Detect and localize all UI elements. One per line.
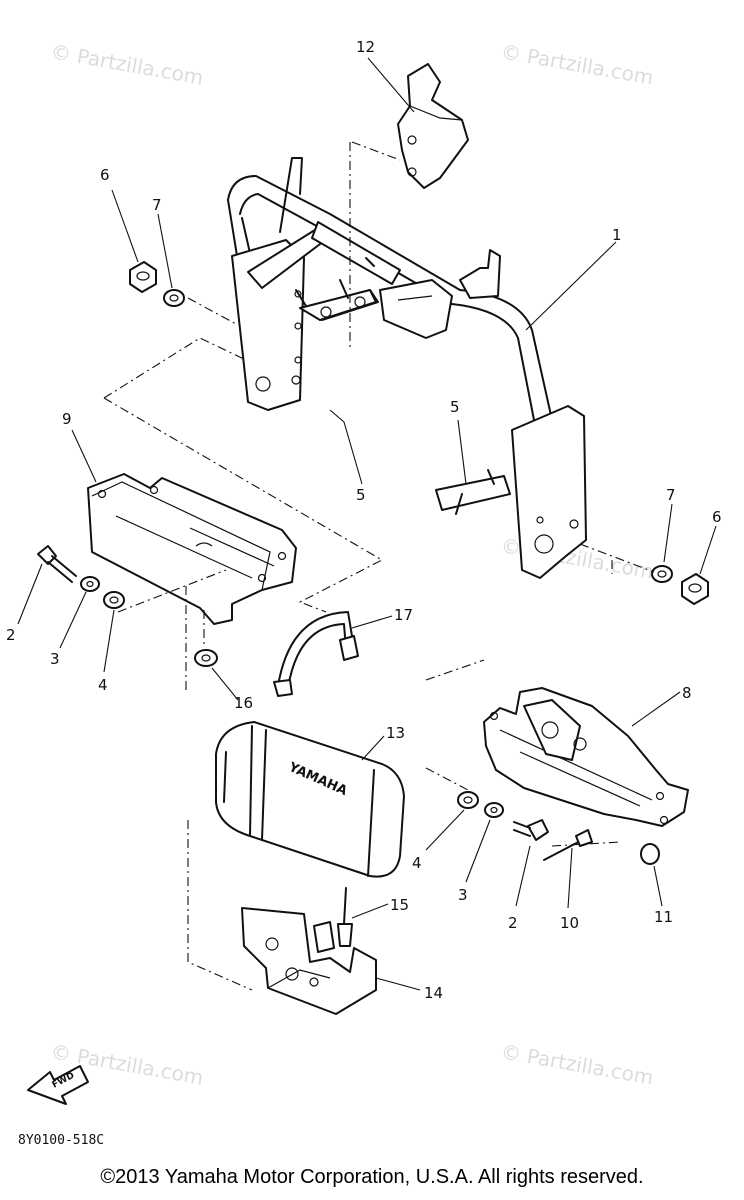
assembly-lines [103,141,655,991]
callout-13: 13 [386,724,405,742]
callout-12: 12 [356,38,375,56]
callout-10: 10 [560,914,579,932]
callout-2-right: 2 [508,914,518,932]
watermark-top-right: © Partzilla.com [499,39,655,89]
callout-6-right: 6 [712,508,722,526]
callout-labels: 12 1 6 7 9 5 5 7 6 2 3 4 17 16 8 13 4 3 … [6,38,722,1002]
callout-7-left: 7 [152,196,162,214]
watermark-bottom-right: © Partzilla.com [499,1039,655,1089]
part-6-nut-right [681,573,709,605]
callout-3-right: 3 [458,886,468,904]
part-8-right-bracket [483,687,689,827]
part-4-washer-right [457,791,479,809]
part-2-bolt-left [37,545,77,583]
part-9-left-bracket [87,473,297,625]
part-1-main-frame [227,157,587,579]
copyright-notice: ©2013 Yamaha Motor Corporation, U.S.A. A… [100,1166,644,1188]
fwd-arrow-icon: FWD [27,1065,89,1105]
part-7-washer-left [163,289,185,307]
callout-15: 15 [390,896,409,914]
callout-5-right: 5 [450,398,460,416]
callout-6-left: 6 [100,166,110,184]
part-5-bolt-plate-right [435,469,511,515]
callout-16: 16 [234,694,253,712]
callout-5-left: 5 [356,486,366,504]
part-17-strap [273,611,359,697]
part-13-battery-box: YAMAHA [215,721,405,878]
leader-lines [17,57,717,991]
part-5-bolt-plate-left [295,279,379,321]
part-6-nut-left [129,261,157,293]
part-2-bolt-right [513,819,549,841]
part-3-spring-washer-left [80,576,100,592]
callout-14: 14 [424,984,443,1002]
callout-4-left: 4 [98,676,108,694]
part-7-washer-right [651,565,673,583]
callout-8: 8 [682,684,692,702]
callout-2-left: 2 [6,626,16,644]
part-3-spring-washer-right [484,802,504,818]
part-10-pin [543,829,593,861]
callout-9: 9 [62,410,72,428]
part-12-bracket-cover [397,63,469,189]
callout-4-right: 4 [412,854,422,872]
part-14-tray [241,907,377,1015]
part-16-washer [194,649,218,667]
part-4-washer-left [103,591,125,609]
callout-7-right: 7 [666,486,676,504]
watermark-top-left: © Partzilla.com [49,39,205,89]
callout-1: 1 [612,226,622,244]
part-11-washer [640,843,660,865]
diagram-code: 8Y0100-518C [18,1133,104,1148]
callout-11: 11 [654,908,673,926]
callout-3-left: 3 [50,650,60,668]
callout-17: 17 [394,606,413,624]
part-15-vent-pin [337,887,353,947]
